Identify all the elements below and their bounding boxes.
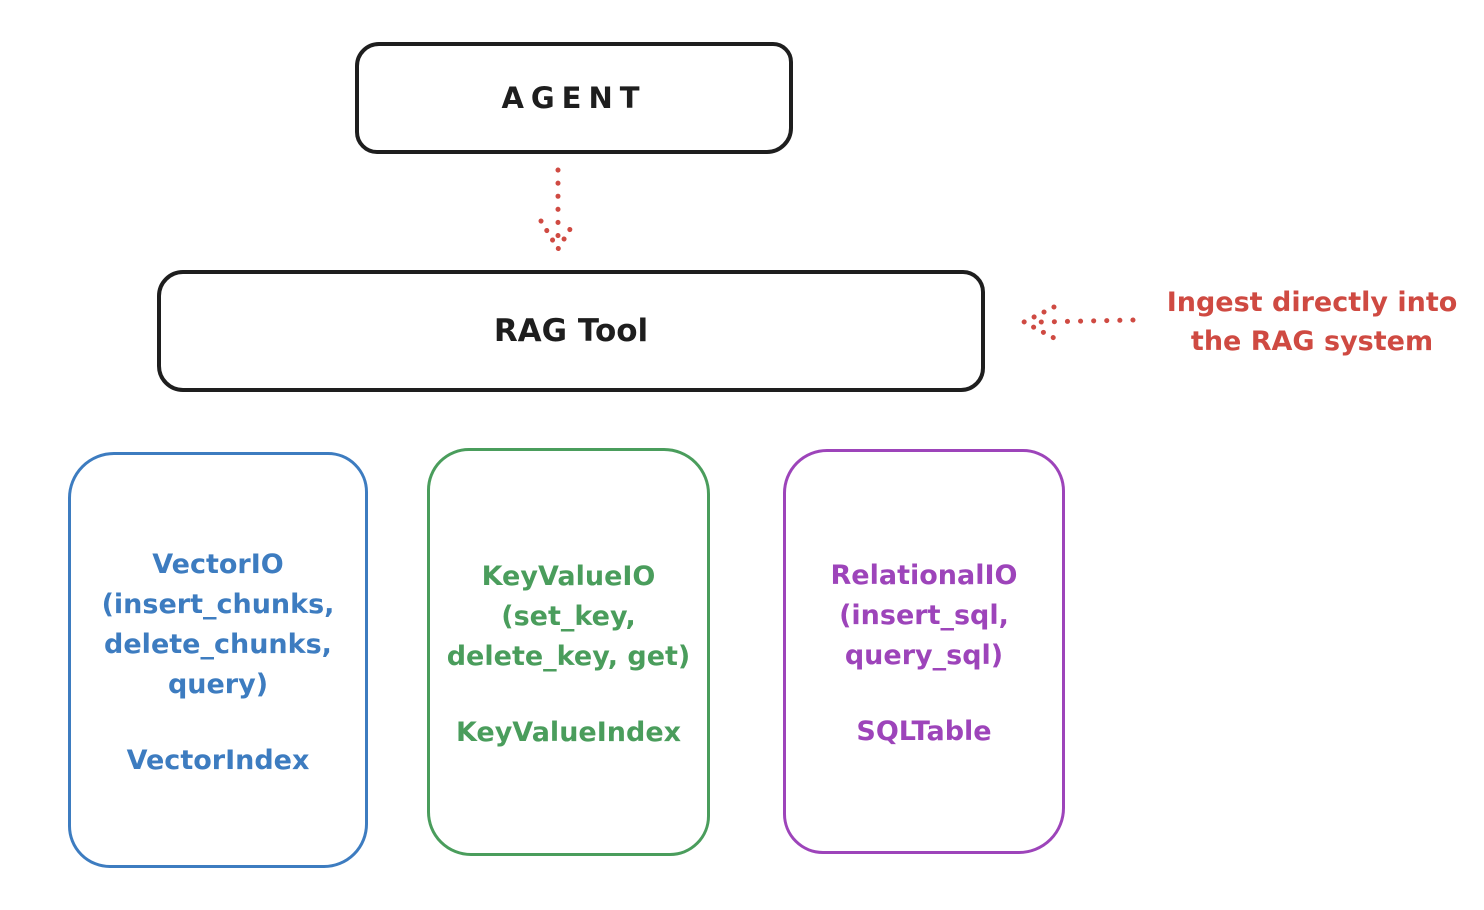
agent-node: AGENT (355, 42, 793, 154)
agent-node-label: AGENT (501, 81, 647, 115)
ingest-annotation: Ingest directly into the RAG system (1166, 287, 1458, 357)
module-node-vectorio: VectorIO (insert_chunks, delete_chunks, … (68, 452, 368, 868)
annotation-to-rag-tool-arrow (1021, 304, 1136, 341)
keyvalueio-index-label: KeyValueIndex (455, 716, 682, 748)
module-node-relationalio: RelationalIO (insert_sql, query_sql) SQL… (783, 449, 1065, 854)
vectorio-index-label: VectorIndex (126, 744, 310, 776)
relationalio-io-label: RelationalIO (insert_sql, query_sql) (830, 560, 1018, 671)
relationalio-index-label: SQLTable (856, 716, 992, 747)
vectorio-io-label: VectorIO (insert_chunks, delete_chunks, … (101, 548, 335, 700)
rag-tool-node: RAG Tool (157, 270, 985, 392)
module-node-keyvalueio: KeyValueIO (set_key, delete_key, get) Ke… (427, 448, 710, 856)
rag-tool-node-label: RAG Tool (493, 313, 649, 349)
keyvalueio-io-label: KeyValueIO (set_key, delete_key, get) (446, 560, 691, 672)
agent-to-rag-tool-arrow (538, 167, 578, 252)
